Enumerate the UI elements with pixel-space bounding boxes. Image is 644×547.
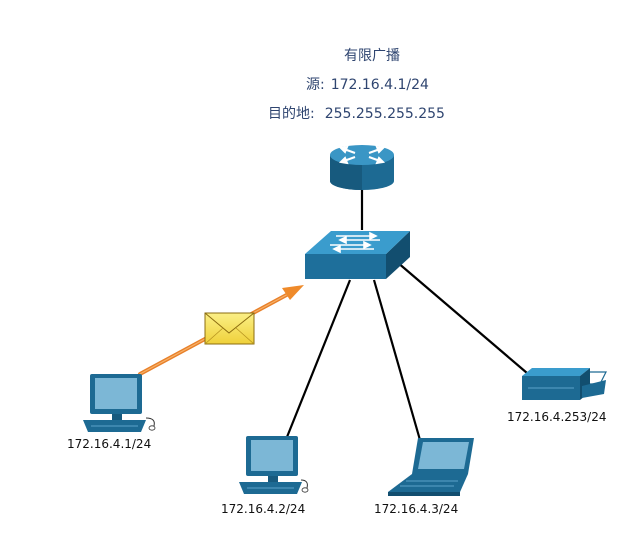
host-1-address: 172.16.4.1/24 <box>67 437 152 451</box>
destination-label: 目的地: <box>268 106 315 122</box>
host-3-address: 172.16.4.3/24 <box>374 502 459 516</box>
switch-icon <box>305 231 410 279</box>
laptop-icon <box>388 438 474 496</box>
links <box>285 190 528 441</box>
pc-icon-2 <box>239 436 309 494</box>
host-2-address: 172.16.4.2/24 <box>221 502 306 516</box>
source-row: 源: 172.16.4.1/24 <box>306 74 429 94</box>
printer-icon <box>522 368 607 400</box>
source-label: 源: <box>306 77 325 93</box>
envelope-icon <box>204 312 255 345</box>
link-switch-laptop <box>372 279 422 441</box>
broadcast-type-title: 有限广播 <box>344 48 400 64</box>
source-value: 172.16.4.1/24 <box>330 77 429 93</box>
router-icon <box>330 145 394 190</box>
pc-icon-1 <box>83 374 156 432</box>
printer-address: 172.16.4.253/24 <box>507 410 607 424</box>
destination-row: 目的地: 255.255.255.255 <box>268 103 445 123</box>
destination-value: 255.255.255.255 <box>324 106 445 122</box>
packet-arrow-head <box>282 285 304 300</box>
link-switch-printer <box>396 261 528 374</box>
link-switch-pc2 <box>285 279 352 438</box>
